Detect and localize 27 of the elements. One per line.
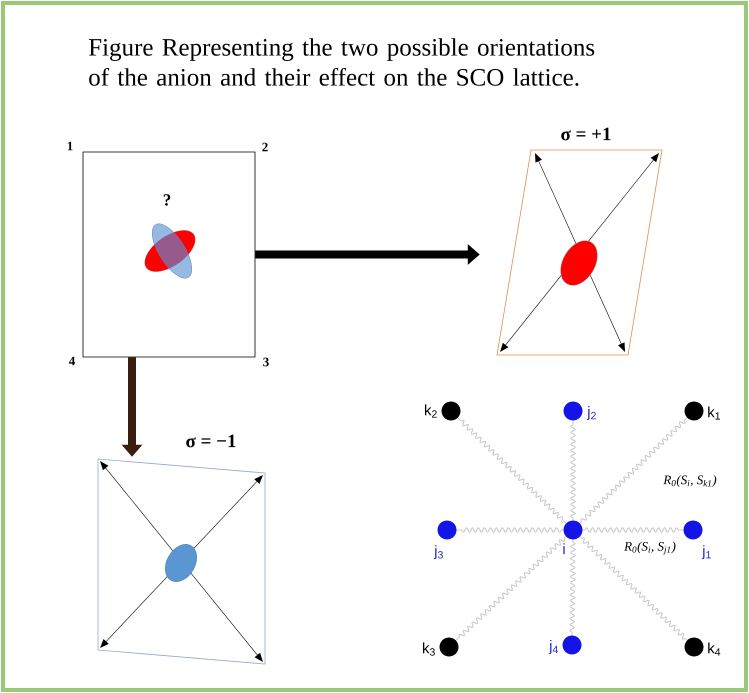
spring-line [579,417,688,524]
edge-label: R$_{0}$(S$_{i}$, S$_{j1}$) [623,540,677,556]
edge-label: R$_{0}$(S$_{i}$, S$_{k1}$) [662,474,718,488]
title: Figure Representing the two possible orientations of the anion and their effect on the SCO lattice. [88,38,594,86]
sigma-label: σ = +1 [561,128,611,140]
spring-line [569,540,576,636]
sigma-label: σ = −1 [186,434,236,448]
site-label: i [563,543,565,554]
spring-line [582,527,684,533]
site-label: j$_{4}$ [548,640,558,654]
corner-number: 1 [68,142,73,150]
corner-number: 4 [68,356,75,366]
spring-line [580,536,688,641]
corner-number: 2 [262,142,268,152]
spring-line [458,417,566,524]
site-label: k$_{1}$ [708,406,720,420]
site-label: j$_{3}$ [434,545,443,560]
spring-line [456,527,564,533]
site-label: j$_{1}$ [702,545,711,560]
spring-line [456,536,566,641]
question-mark: ? [164,194,170,206]
site-label: k$_{4}$ [708,642,720,656]
spring-line [570,420,576,520]
site-label: k$_{2}$ [424,404,437,418]
site-label: j$_{2}$ [586,406,596,420]
corner-number: 3 [263,358,269,366]
site-label: k$_{3}$ [422,642,435,656]
